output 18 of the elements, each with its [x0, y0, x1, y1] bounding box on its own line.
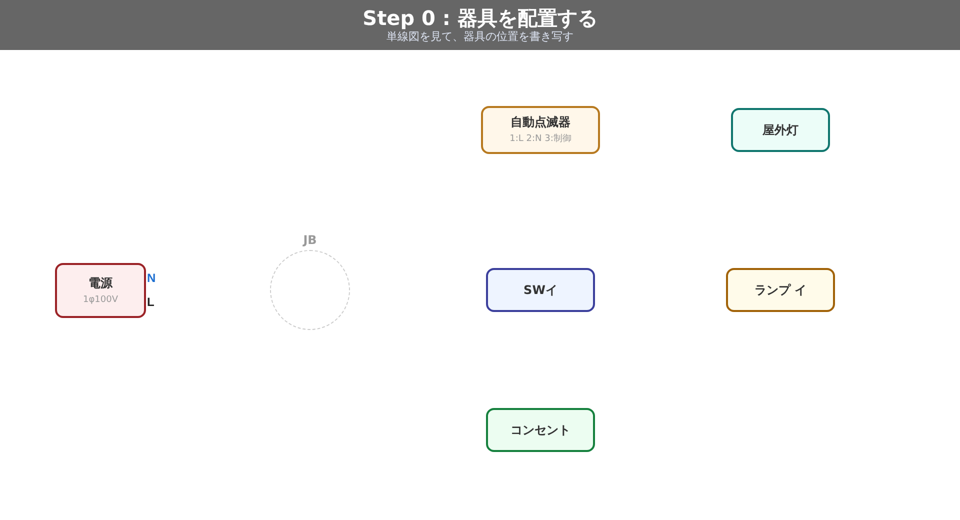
- device-name: 屋外灯: [762, 122, 798, 139]
- device-box: [731, 108, 830, 152]
- device-box: [486, 408, 595, 452]
- junction-box-label: JB: [302, 232, 318, 249]
- device-spec: 1:L 2:N 3:制御: [510, 133, 572, 146]
- device-box: [481, 106, 600, 154]
- device-box: [486, 268, 595, 312]
- device-name: 自動点滅器: [510, 114, 570, 132]
- title: Step 0 : 器具を配置する: [362, 6, 598, 30]
- device-name: コンセント: [510, 422, 570, 439]
- device-box: [726, 268, 835, 312]
- terminal-label: N: [147, 270, 156, 287]
- subtitle: 単線図を見て、器具の位置を書き写す: [386, 30, 574, 44]
- device-name: 電源: [88, 274, 112, 292]
- terminal-label: L: [147, 294, 154, 311]
- device-name: SWイ: [524, 282, 558, 299]
- device-name: ランプ イ: [754, 282, 807, 299]
- device-spec: 1φ100V: [83, 294, 118, 307]
